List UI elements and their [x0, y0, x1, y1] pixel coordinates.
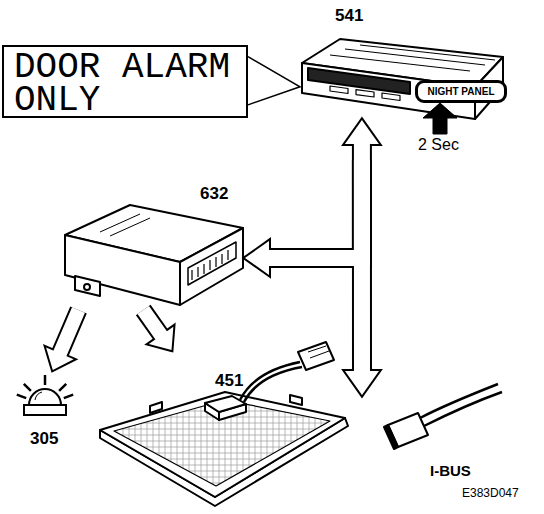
night-panel-button: NIGHT PANEL — [415, 80, 507, 103]
warning-lamp-illustration-part — [35, 392, 42, 400]
courtesy-light-illustration-part — [150, 402, 162, 413]
leader-line — [248, 57, 300, 105]
courtesy-light: 451 — [95, 350, 350, 500]
bus-arrow — [245, 120, 362, 275]
warning-lamp-illustration-part — [29, 389, 61, 405]
control-module: 632 — [60, 200, 245, 310]
bus-connector-illustration — [384, 384, 502, 449]
button-label: NIGHT PANEL — [418, 83, 504, 100]
arrow-head-outline — [345, 120, 379, 144]
control-module-illustration-part — [84, 284, 90, 290]
figure-code: E383D047 — [462, 487, 519, 499]
courtesy-light-illustration-part — [244, 367, 302, 402]
courtesy-light-illustration-part — [114, 400, 330, 486]
arrow-head-outline — [245, 241, 269, 275]
bus-connector-illustration-part — [424, 392, 502, 426]
lcd-display-box: DOOR ALARM ONLY — [2, 45, 248, 118]
arrow-shaft — [245, 120, 362, 258]
display-unit-illustration-part — [330, 86, 348, 94]
connector-outline — [143, 310, 173, 350]
courtesy-light-illustration-part — [298, 342, 334, 370]
connector-outline — [245, 120, 362, 275]
display-unit-illustration-part — [356, 90, 374, 97]
display-unit: 541NIGHT PANEL — [300, 25, 505, 120]
bus-connector-illustration-part — [384, 425, 398, 449]
callout-number: 541 — [335, 7, 363, 24]
control-module-illustration-part — [100, 214, 150, 236]
warning-lamp: 305 — [12, 370, 80, 420]
press-arrow — [423, 103, 457, 134]
duration-label: 2 Sec — [418, 137, 459, 153]
control-module-illustration-part — [65, 235, 180, 305]
display-unit-illustration — [302, 39, 503, 119]
arrow-head — [46, 348, 74, 370]
callout-number: 632 — [200, 185, 228, 202]
leader-line-path — [248, 57, 300, 105]
connector-outline — [46, 310, 78, 370]
callout-number: 305 — [30, 430, 58, 447]
arrow-head — [149, 327, 174, 350]
bus-connector-illustration-part — [420, 384, 498, 418]
arrow-head — [245, 241, 269, 275]
control-module-illustration-part — [192, 250, 228, 280]
display-message: DOOR ALARM ONLY — [14, 51, 244, 117]
courtesy-light-illustration-part — [308, 346, 329, 358]
control-module-illustration — [65, 205, 243, 305]
arrow-head — [345, 120, 379, 144]
display-unit-illustration-part — [382, 93, 400, 101]
courtesy-light-illustration-part — [290, 395, 302, 405]
control-module-illustration-part — [75, 276, 100, 296]
connector-outline-layer — [46, 120, 379, 395]
arrow-shaft-outline — [245, 120, 362, 258]
arrow-head-outline — [345, 371, 379, 395]
callout-number: 451 — [215, 372, 243, 389]
bus-arrow — [143, 310, 173, 350]
bus-name: I-BUS — [430, 463, 471, 478]
control-module-illustration-part — [180, 228, 243, 305]
bus-connector: I-BUS — [350, 395, 500, 460]
control-module-illustration-part — [188, 242, 236, 285]
warning-lamp-illustration-part — [24, 405, 66, 415]
warning-lamp-illustration — [17, 375, 73, 415]
display-unit-illustration-part — [330, 45, 495, 71]
courtesy-light-illustration — [100, 342, 348, 506]
bus-arrow — [46, 310, 78, 370]
courtesy-light-illustration-part — [100, 392, 345, 497]
arrow-head — [345, 371, 379, 395]
